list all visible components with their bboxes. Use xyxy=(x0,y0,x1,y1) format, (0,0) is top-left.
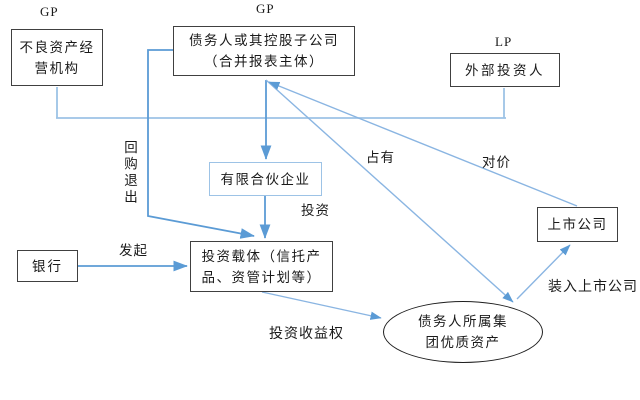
node-group-quality-assets-line2: 团优质资产 xyxy=(425,335,501,350)
inject-into-listed-label: 装入上市公司 xyxy=(548,278,638,294)
investment-income-right-label: 投资收益权 xyxy=(269,325,344,341)
buyback-exit-label: 回购退出 xyxy=(122,140,137,206)
node-bank-label: 银行 xyxy=(32,258,63,274)
consideration-label: 对价 xyxy=(482,155,511,170)
inject-arrow xyxy=(516,244,571,300)
node-group-quality-assets-line1: 债务人所属集 xyxy=(418,314,508,329)
node-investment-vehicle-line2: 品、资管计划等） xyxy=(201,269,322,285)
node-listed-company-label: 上市公司 xyxy=(547,217,608,232)
buyback-exit-arrow xyxy=(147,49,255,239)
node-debtor-company-line1: 债务人或其控股子公司 xyxy=(189,33,339,48)
gp-label-center: GP xyxy=(256,1,275,16)
invest-label: 投资 xyxy=(301,203,330,218)
node-debtor-company-line2: （合并报表主体） xyxy=(204,54,324,69)
node-bank: 银行 xyxy=(17,250,78,282)
node-asset-management-agency-line1: 不良资产经 xyxy=(19,39,95,55)
node-listed-company: 上市公司 xyxy=(537,207,618,242)
node-investment-vehicle-line1: 投资载体（信托产 xyxy=(201,248,322,264)
possess-arrow xyxy=(265,79,514,303)
investment-income-arrow xyxy=(261,291,382,320)
lp-label: LP xyxy=(495,34,513,49)
node-debtor-company: 债务人或其控股子公司 （合并报表主体） xyxy=(173,26,355,76)
gp-label-left: GP xyxy=(40,4,59,19)
node-external-investor-label: 外部投资人 xyxy=(465,62,545,78)
node-external-investor: 外部投资人 xyxy=(450,53,560,87)
node-limited-partnership-label: 有限合伙企业 xyxy=(220,171,311,187)
node-asset-management-agency: 不良资产经 营机构 xyxy=(11,29,103,86)
node-investment-vehicle: 投资载体（信托产 品、资管计划等） xyxy=(190,241,333,292)
possess-label: 占有 xyxy=(366,150,395,165)
consideration-arrow xyxy=(268,81,578,207)
node-limited-partnership: 有限合伙企业 xyxy=(209,162,322,196)
node-asset-management-agency-line2: 营机构 xyxy=(34,60,80,76)
node-group-quality-assets: 债务人所属集 团优质资产 xyxy=(383,301,543,363)
initiate-label: 发起 xyxy=(119,243,148,258)
